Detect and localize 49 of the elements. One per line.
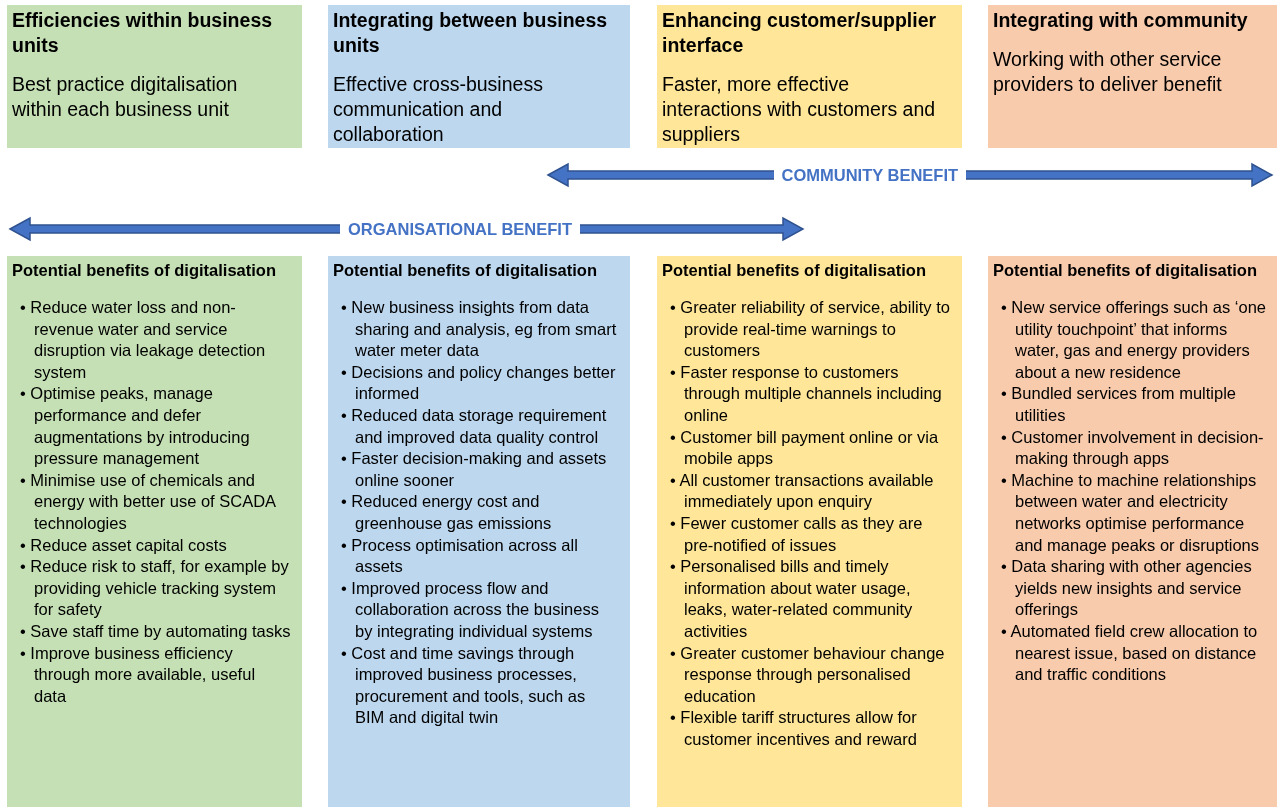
benefits-panel xyxy=(328,256,630,807)
bullet-item: • Greater reliability of service, ability to provide real-time warnings to customers xyxy=(670,297,951,362)
bullet-item: • Minimise use of chemicals and energy with better use of SCADA technologies xyxy=(20,469,277,534)
bullet-item: • Reduce asset capital costs xyxy=(20,534,228,556)
bullet-item: • Fewer customer calls as they are pre-notified of issues xyxy=(670,512,924,556)
benefits-panel xyxy=(988,256,1277,807)
bullet-item: • Machine to machine relationships between water and electricity networks optimise performance and manage peaks or disruptions xyxy=(1001,469,1260,556)
bullet-item: • Data sharing with other agencies yields new insights and service offerings xyxy=(1001,556,1253,621)
panel-description: Faster, more effective interactions with customers and suppliers xyxy=(662,72,937,147)
bullet-item: • Cost and time savings through improved business processes, procurement and tools, such as BIM and digital twin xyxy=(341,642,587,729)
panel-heading: Enhancing customer/supplier interface xyxy=(662,8,938,58)
bullet-item: • Reduce risk to staff, for example by providing vehicle tracking system for safety xyxy=(20,556,290,621)
bullet-item: • Faster decision-making and assets online sooner xyxy=(341,448,608,491)
bullet-item: • Faster response to customers through multiple channels including online xyxy=(670,361,943,426)
category-panel xyxy=(7,5,302,148)
bullet-item: • New business insights from data sharing and analysis, eg from smart water meter data xyxy=(341,297,618,362)
panel-heading: Efficiencies within business units xyxy=(12,8,274,58)
bullet-item: • Personalised bills and timely information about water usage, leaks, water-related community activities xyxy=(670,556,914,642)
bullet-item: • Decisions and policy changes better informed xyxy=(341,361,617,405)
benefits-panel xyxy=(657,256,962,807)
bullet-item: • Greater customer behaviour change response through personalised education xyxy=(670,642,946,707)
panel-heading: Potential benefits of digitalisation xyxy=(993,260,1259,281)
panel-description: Working with other service providers to deliver benefit xyxy=(993,47,1223,97)
panel-description: Effective cross-business communication and collaboration xyxy=(333,72,544,147)
benefits-panel xyxy=(7,256,302,807)
bullet-item: • Save staff time by automating tasks xyxy=(20,620,292,642)
panel-heading: Integrating with community xyxy=(993,8,1249,33)
bullet-item: • Automated field crew allocation to nearest issue, based on distance and traffic conditions xyxy=(1001,620,1259,686)
bullet-item: • Customer involvement in decision-making through apps xyxy=(1001,426,1265,470)
panel-heading: Potential benefits of digitalisation xyxy=(12,260,278,281)
panel-heading: Potential benefits of digitalisation xyxy=(662,260,928,281)
category-panel xyxy=(988,5,1277,148)
bullet-item: • Bundled services from multiple utilities xyxy=(1001,383,1238,426)
bullet-item: • Improve business efficiency through more available, useful data xyxy=(20,642,257,707)
bullet-item: • Process optimisation across all assets xyxy=(341,534,579,578)
bullet-item: • Reduce water loss and non-revenue water and service disruption via leakage detection system xyxy=(20,297,267,383)
bullet-item: • Customer bill payment online or via mobile apps xyxy=(670,426,940,470)
category-panel xyxy=(328,5,630,148)
bullet-item: • New service offerings such as ‘one utility touchpoint’ that informs water, gas and energy providers about a new residence xyxy=(1001,297,1267,383)
panel-heading: Integrating between business units xyxy=(333,8,609,58)
bullet-item: • Improved process flow and collaboration across the business by integrating individual systems xyxy=(341,577,600,642)
bullet-item: • All customer transactions available immediately upon enquiry xyxy=(670,469,935,513)
bullet-item: • Optimise peaks, manage performance and defer augmentations by introducing pressure management xyxy=(20,383,251,470)
bullet-item: • Reduced energy cost and greenhouse gas emissions xyxy=(341,491,553,534)
bullet-item: • Flexible tariff structures allow for customer incentives and reward xyxy=(670,707,918,750)
bullet-item: • Reduced data storage requirement and improved data quality control xyxy=(341,404,608,448)
panel-heading: Potential benefits of digitalisation xyxy=(333,260,599,281)
panel-description: Best practice digitalisation within each business unit xyxy=(12,72,239,122)
category-panel xyxy=(657,5,962,148)
